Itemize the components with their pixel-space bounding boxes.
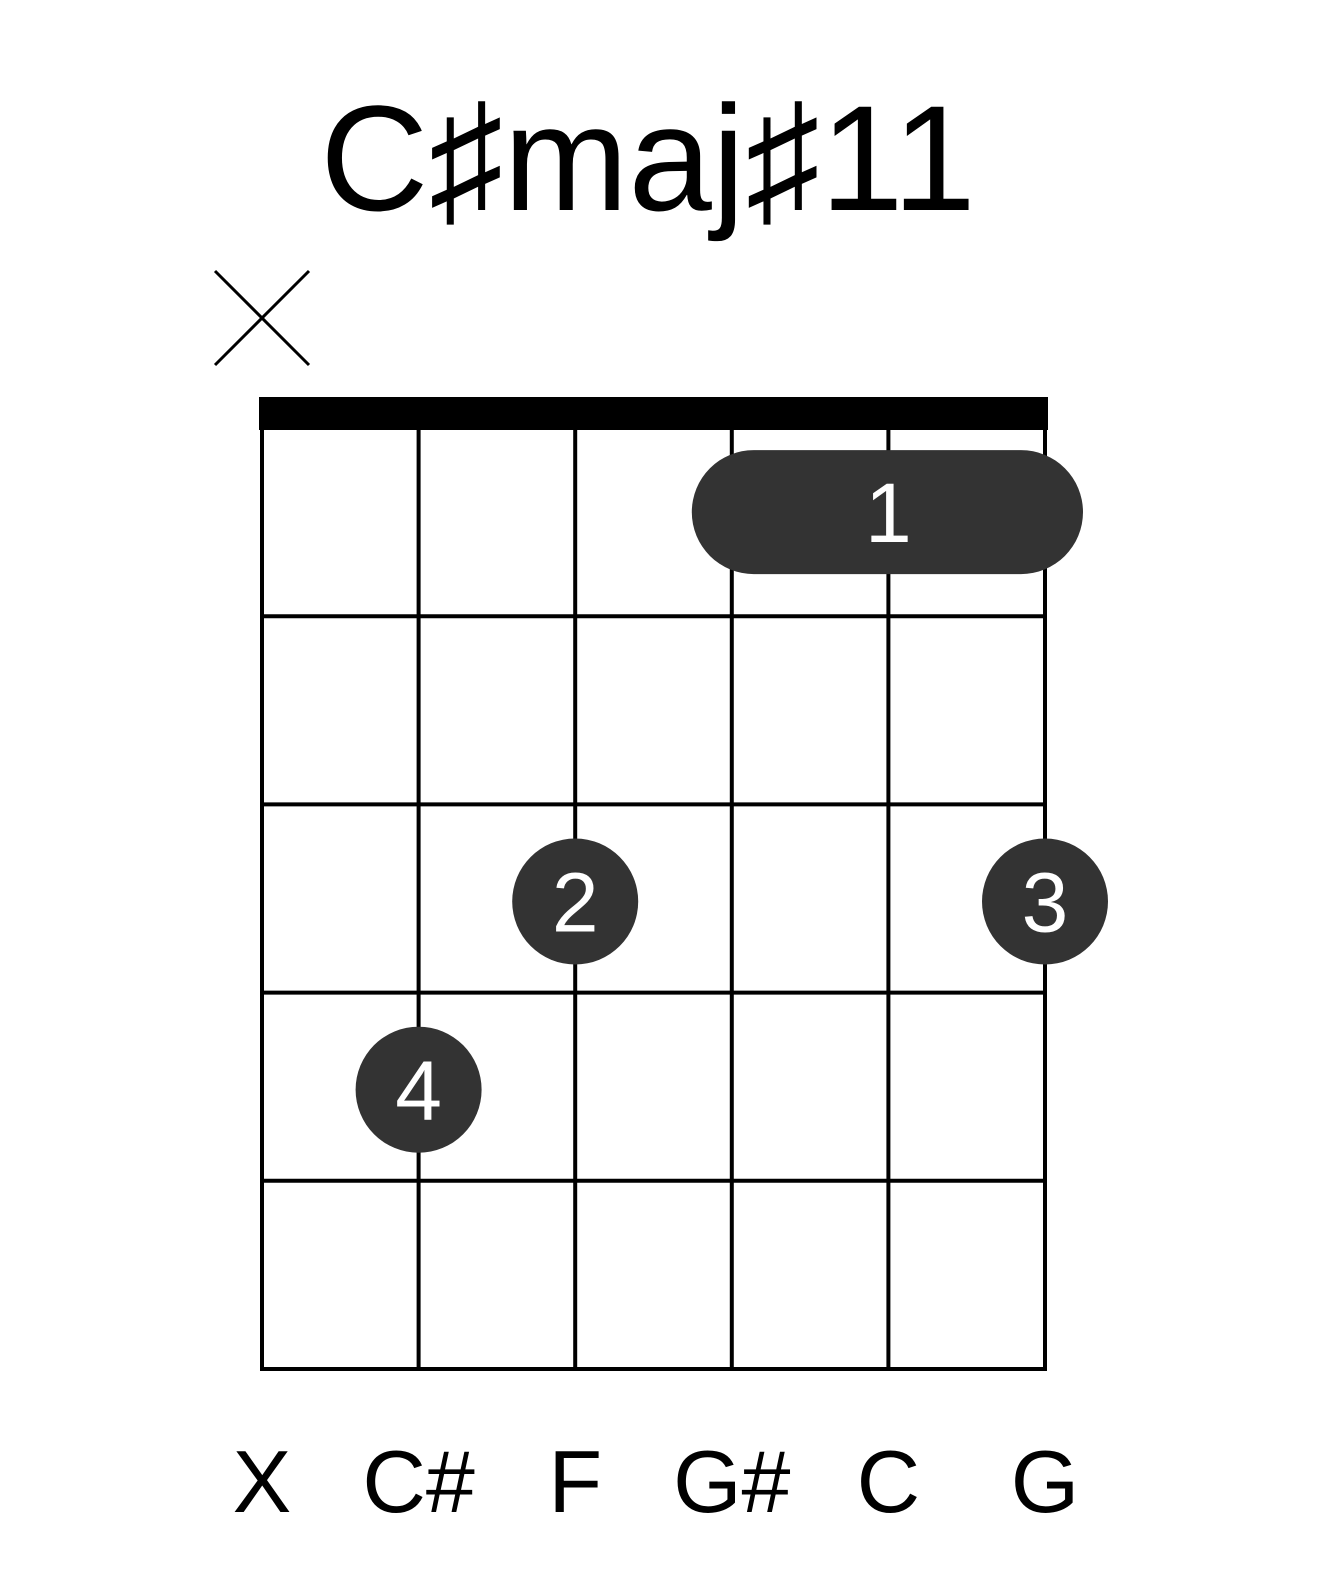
- finger-label: 4: [395, 1044, 442, 1138]
- finger-dot: 4: [355, 1026, 482, 1153]
- finger-dot: 2: [512, 838, 639, 965]
- string-note-label: X: [233, 1432, 292, 1531]
- finger-circle: [512, 838, 639, 965]
- barre: [691, 450, 1083, 575]
- finger-label: 2: [552, 856, 599, 950]
- muted-markers: [213, 269, 311, 367]
- string-note-label: G: [1011, 1432, 1079, 1531]
- string-note-label: G#: [673, 1432, 790, 1531]
- finger-dot: 3: [982, 838, 1108, 965]
- muted-string-marker: [213, 269, 311, 367]
- chord-title: C♯maj♯11: [320, 74, 976, 242]
- string-note-label: C#: [362, 1432, 475, 1531]
- nut: [259, 397, 1048, 430]
- muted-x-stroke: [213, 269, 311, 367]
- string-note-label: C: [857, 1432, 921, 1531]
- barre-finger-label: 1: [865, 466, 912, 560]
- finger-circle: [982, 838, 1108, 965]
- finger-label: 3: [1022, 856, 1069, 950]
- finger-layer: 2 3 4: [355, 838, 1108, 1153]
- barre-layer: 1: [691, 450, 1083, 575]
- finger-circle: [355, 1026, 482, 1153]
- string-note-label: F: [548, 1432, 602, 1531]
